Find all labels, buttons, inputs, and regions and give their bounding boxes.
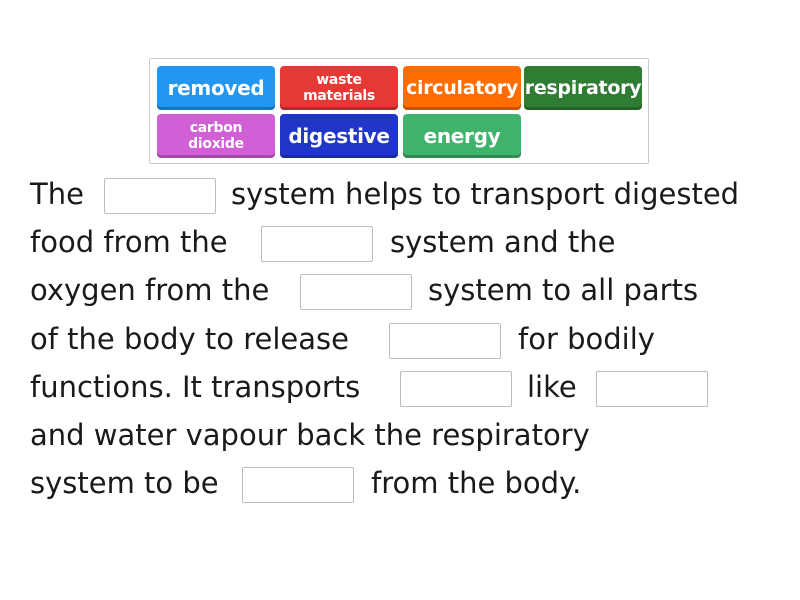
passage-text: food from the: [30, 225, 228, 259]
passage-text: The: [30, 177, 84, 211]
passage-text: and water vapour back the respiratory: [30, 418, 590, 452]
passage-text: system and the: [390, 225, 616, 259]
blank-6[interactable]: [596, 371, 708, 407]
tile-digestive[interactable]: digestive: [280, 114, 398, 158]
passage-text: oxygen from the: [30, 273, 270, 307]
blank-5[interactable]: [400, 371, 512, 407]
passage-text: like: [527, 370, 577, 404]
passage-text: system helps to transport digested: [231, 177, 740, 211]
tile-energy[interactable]: energy: [403, 114, 521, 158]
tile-carbon-dioxide[interactable]: carbon dioxide: [157, 114, 275, 158]
tile-label: carbon dioxide: [188, 120, 244, 152]
passage-text: from the body.: [371, 466, 582, 500]
tile-label: removed: [167, 76, 265, 100]
tile-circulatory[interactable]: circulatory: [403, 66, 521, 110]
blank-7[interactable]: [242, 467, 354, 503]
word-bank: removed waste materials circulatory resp…: [149, 58, 649, 164]
passage-text: for bodily: [518, 322, 655, 356]
tile-waste-materials[interactable]: waste materials: [280, 66, 398, 110]
passage-text: functions. It transports: [30, 370, 361, 404]
tile-removed[interactable]: removed: [157, 66, 275, 110]
passage-text: system to be: [30, 466, 219, 500]
tile-respiratory[interactable]: respiratory: [524, 66, 642, 110]
blank-4[interactable]: [389, 323, 501, 359]
blank-1[interactable]: [104, 178, 216, 214]
blank-2[interactable]: [261, 226, 373, 262]
passage-text: system to all parts: [428, 273, 699, 307]
tile-label: respiratory: [524, 77, 642, 99]
blank-3[interactable]: [300, 274, 412, 310]
passage-text: of the body to release: [30, 322, 349, 356]
tile-label: circulatory: [406, 77, 518, 99]
tile-label: waste materials: [303, 72, 375, 104]
tile-label: energy: [423, 124, 501, 148]
tile-label: digestive: [288, 124, 390, 148]
